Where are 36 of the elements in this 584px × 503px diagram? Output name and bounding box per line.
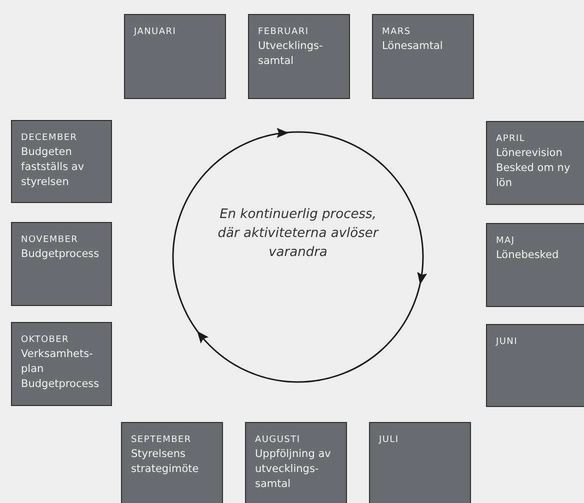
month-name: SEPTEMBER (131, 434, 192, 447)
activity-text: Budgetprocess (21, 247, 100, 262)
month-name: AUGUSTI (255, 434, 302, 447)
month-box (372, 14, 474, 99)
month-box (486, 324, 584, 407)
month-name: DECEMBER (21, 132, 78, 145)
month-name: MARS (382, 26, 412, 39)
month-name: JUNI (496, 336, 519, 349)
month-box (486, 121, 584, 205)
activity-text: Budgeten fastställs av styrelsen (21, 145, 86, 190)
month-box (121, 422, 223, 503)
activity-text: Lönesamtal (382, 39, 444, 54)
month-name: APRIL (496, 133, 526, 146)
month-box (11, 322, 112, 406)
activity-text: Besked om ny lön (496, 161, 572, 191)
activity-text: Verksamhets-plan (21, 347, 94, 377)
month-name: OKTOBER (21, 334, 70, 347)
activity-text: Lönebesked (496, 248, 560, 263)
month-box (248, 14, 350, 99)
month-name: FEBRUARI (258, 26, 310, 39)
month-box (124, 14, 226, 99)
activity-text: Uppföljning av utvecklings-samtal (255, 447, 332, 492)
month-box (11, 222, 112, 306)
month-box (369, 422, 471, 503)
month-name: MAJ (496, 235, 516, 248)
month-box (11, 120, 112, 203)
activity-text: Utvecklings-samtal (258, 39, 324, 69)
month-box (245, 422, 347, 503)
month-name: JANUARI (134, 26, 178, 39)
month-name: JULI (379, 434, 400, 447)
activity-text: Lönerevision (496, 146, 564, 161)
month-box (486, 223, 584, 307)
month-name: NOVEMBER (21, 234, 80, 247)
activity-text: Styrelsens strategimöte (131, 447, 200, 477)
activity-text: Budgetprocess (21, 377, 100, 392)
process-circle-text: En kontinuerlig process, där aktiviteterna avlöser varandra (208, 205, 388, 262)
